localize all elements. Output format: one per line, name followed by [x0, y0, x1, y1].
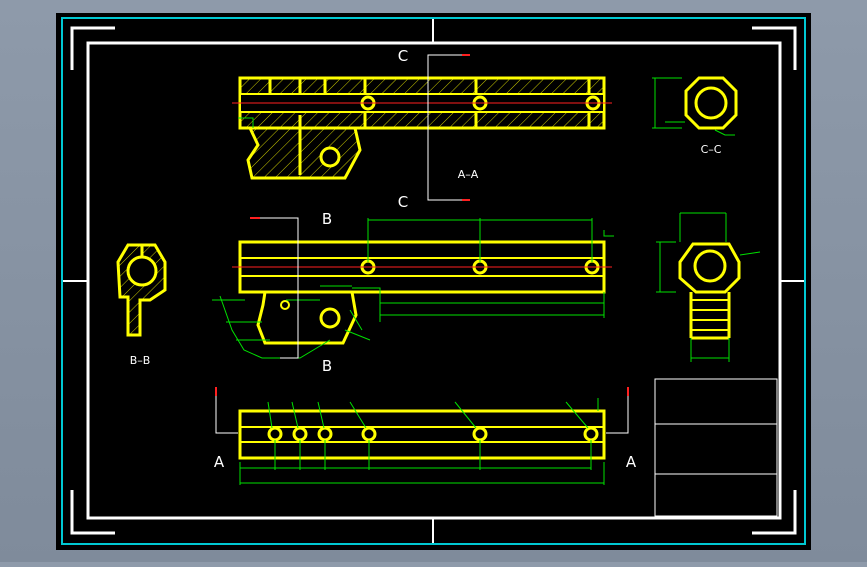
label-a-right: A: [626, 453, 637, 471]
outer-border: [61, 17, 806, 545]
label-b-bottom: B: [322, 357, 332, 375]
label-a-a: A–A: [458, 168, 479, 181]
corner-trim-marks: [70, 26, 797, 535]
clamp-arm-a-a: [246, 126, 362, 180]
pivot-hole-icon: [319, 146, 341, 168]
front-view: [212, 218, 614, 359]
cutting-plane-c: [427, 54, 470, 201]
label-b-b: B–B: [130, 354, 151, 367]
hole-icon: [317, 426, 333, 442]
dimension-lines-bottom: [239, 398, 605, 485]
side-view: [656, 212, 761, 362]
label-b-top: B: [322, 210, 332, 228]
hole-icon: [267, 426, 283, 442]
hole-icon: [583, 426, 599, 442]
hole-icon: [472, 426, 488, 442]
label-c-c: C–C: [701, 143, 722, 156]
section-a-a-view: [232, 76, 612, 180]
dimension-lines: [212, 218, 614, 359]
cutting-plane-b: [250, 217, 299, 359]
title-block: [654, 378, 778, 517]
section-c-c-view: [652, 76, 738, 136]
label-a-left: A: [214, 453, 225, 471]
section-b-b-view: [116, 243, 167, 337]
label-c-top: C: [398, 47, 408, 65]
label-c-bottom: C: [398, 193, 408, 211]
hole-icon: [361, 426, 377, 442]
hole-icon: [292, 426, 308, 442]
centering-marks: [63, 19, 804, 543]
bottom-view: [215, 387, 629, 485]
